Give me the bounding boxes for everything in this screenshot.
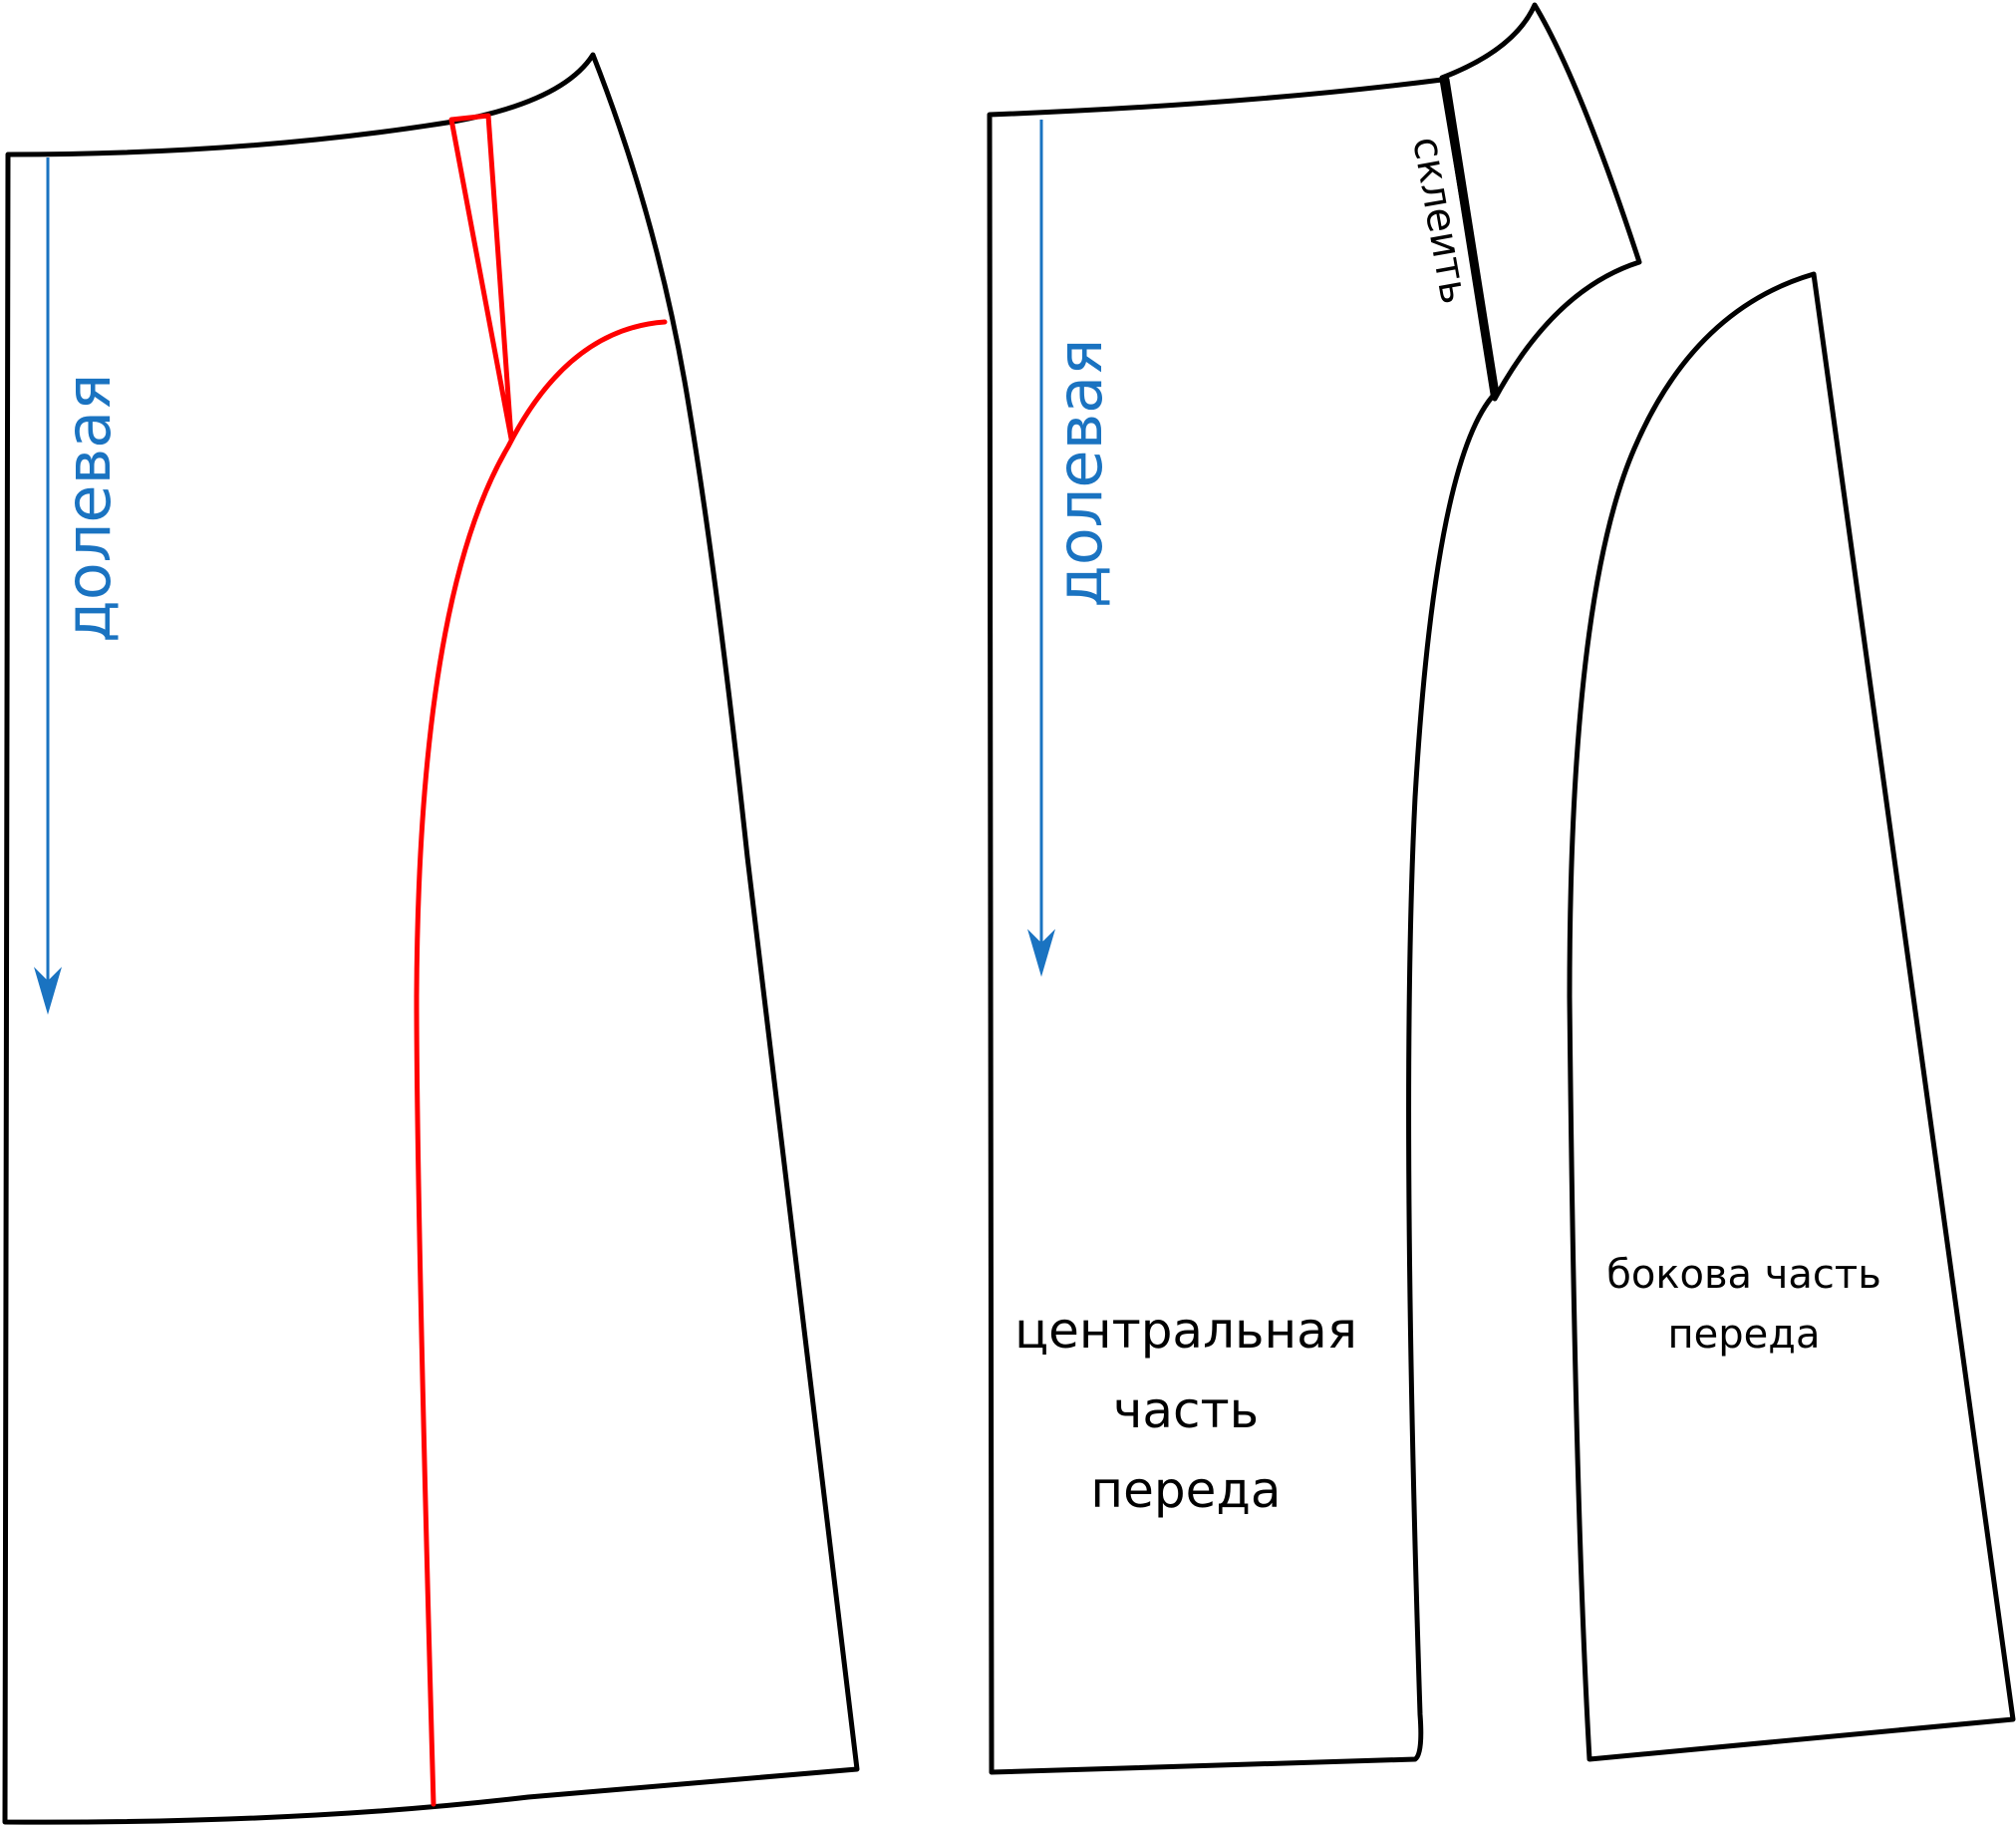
glue-seam (1440, 75, 1500, 399)
left-pattern-cut-line (414, 319, 668, 1807)
central-piece-label-line1: центральная (1014, 1302, 1357, 1360)
right-pattern: склеить долевая центральная часть переда… (987, 2, 2016, 1775)
left-pattern-dart (448, 113, 514, 442)
side-piece-outline (1567, 271, 2016, 1762)
right-grainline-arrow-icon (1027, 929, 1055, 977)
side-upper-piece-outline (1439, 2, 1642, 402)
left-pattern-outline (2, 52, 860, 1825)
side-piece-label-line2: переда (1668, 1312, 1821, 1358)
left-grainline-arrow-icon (34, 967, 62, 1015)
central-piece-label-line3: переда (1090, 1461, 1281, 1519)
left-grainline-label: долевая (52, 374, 125, 643)
right-grainline-label: долевая (1043, 339, 1116, 608)
central-piece-outline (987, 77, 1498, 1775)
central-piece-label-line2: часть (1113, 1381, 1259, 1439)
left-pattern: долевая (2, 52, 860, 1825)
side-piece-label-line1: бокова часть (1606, 1252, 1881, 1298)
